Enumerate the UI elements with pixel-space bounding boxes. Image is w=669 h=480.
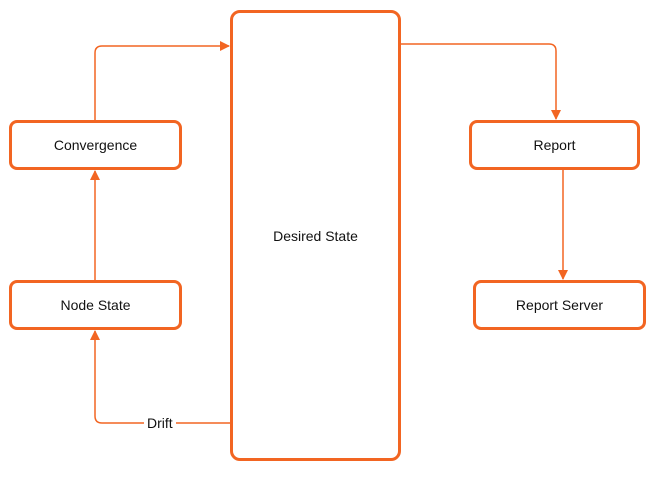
node-report-server-label: Report Server: [515, 297, 604, 313]
edge-drift: [90, 330, 230, 424]
node-convergence-label: Convergence: [53, 137, 138, 153]
node-node-state-label: Node State: [60, 297, 131, 313]
node-report-server: Report Server: [473, 280, 646, 330]
node-desired-state-label: Desired State: [273, 227, 358, 244]
node-report: Report: [469, 120, 640, 170]
edge-convergence-to-desired-state: [94, 41, 230, 120]
node-desired-state: Desired State: [230, 10, 401, 461]
node-convergence: Convergence: [9, 120, 182, 170]
node-report-label: Report: [533, 137, 576, 153]
edge-drift-label: Drift: [144, 415, 176, 431]
edge-desired-state-to-report: [401, 43, 561, 120]
node-node-state: Node State: [9, 280, 182, 330]
